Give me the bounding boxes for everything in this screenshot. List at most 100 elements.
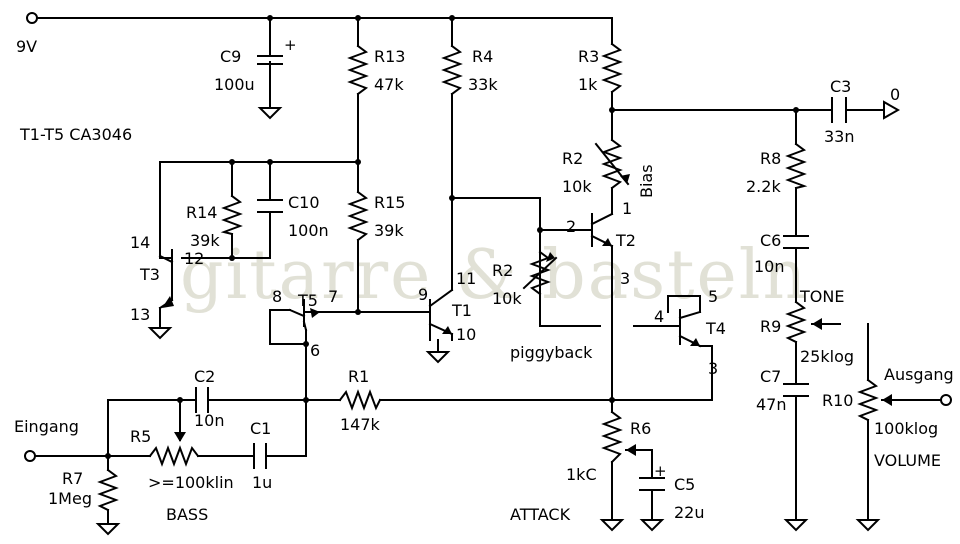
T2-ref: T2 [615, 231, 636, 250]
R4-ref: R4 [472, 47, 493, 66]
C5-plus: + [654, 462, 667, 480]
T1-ref: T1 [451, 301, 472, 320]
output-arrow-icon [883, 100, 901, 120]
C9-ref: C9 [220, 47, 241, 66]
C9-plus: + [284, 36, 297, 54]
C5-ref: C5 [674, 475, 695, 494]
R13-body [347, 44, 369, 96]
R7-value: 1Meg [48, 489, 92, 508]
T5-pin-b: 7 [328, 287, 338, 306]
wiring [35, 17, 941, 525]
piggyback-label: piggyback [510, 343, 593, 362]
T3-ref: T3 [139, 265, 160, 284]
capacitors [195, 45, 847, 491]
R10-ref: R10 [822, 391, 853, 410]
R6-value: 1kC [566, 465, 597, 484]
C3-ref: C3 [830, 77, 851, 96]
R14-value: 39k [190, 231, 220, 250]
R3-body [601, 42, 623, 94]
T2-pin-collector: 1 [622, 199, 632, 218]
transistor-T3 [158, 249, 174, 301]
T4-ref: T4 [705, 319, 726, 338]
chip-note: T1-T5 CA3046 [19, 125, 132, 144]
R2a-ref: R2 [562, 149, 583, 168]
R15-value: 39k [374, 221, 404, 240]
R1-body [338, 389, 382, 411]
C10-ref: C10 [288, 193, 320, 212]
tone-label: TONE [799, 287, 844, 306]
R1-ref: R1 [348, 367, 369, 386]
T5-pin-a: 8 [272, 287, 282, 306]
ground-icon [855, 519, 881, 532]
supply-label: 9V [16, 37, 37, 56]
C3-value: 33n [824, 127, 855, 146]
R8-body [785, 142, 808, 190]
ground-icon [639, 519, 665, 532]
T2-pin-base: 2 [566, 217, 576, 236]
attack-label: ATTACK [510, 505, 571, 524]
ground-icon [425, 351, 451, 364]
bass-label: BASS [166, 505, 208, 524]
junctions [105, 15, 799, 459]
T3-pin-base: 12 [184, 249, 204, 268]
T4-pin-emitter: 3 [708, 359, 718, 378]
T3-pin-emitter: 13 [130, 305, 150, 324]
R6-ref: R6 [630, 419, 651, 438]
C1-value: 1u [252, 473, 272, 492]
R13-value: 47k [374, 75, 404, 94]
bias-label: Bias [637, 164, 656, 198]
output-label: Ausgang [884, 365, 954, 384]
R4-value: 33k [468, 75, 498, 94]
R1-value: 147k [340, 415, 381, 434]
T3-pin-collector: 14 [130, 233, 150, 252]
ground-icon [95, 523, 121, 536]
T5-ref: T5 [297, 291, 318, 310]
T1-pin-base: 9 [418, 285, 428, 304]
transistor-T5 [288, 299, 308, 332]
R3-ref: R3 [578, 47, 599, 66]
C2-value: 10n [194, 411, 225, 430]
ground-icon [257, 107, 283, 120]
ground-icon [599, 519, 625, 532]
C10-value: 100n [288, 221, 329, 240]
T2-pin-emitter: 3 [620, 269, 630, 288]
R7-body [97, 468, 119, 512]
watermark: gitarre & basteln [180, 236, 808, 315]
ground-icon [147, 327, 173, 340]
R3-value: 1k [578, 75, 598, 94]
T1-pin-emitter: 10 [456, 325, 476, 344]
R9-body [785, 300, 807, 344]
input-label: Eingang [14, 417, 79, 436]
R2b-value: 10k [492, 289, 522, 308]
R10-value: 100klog [874, 419, 938, 438]
C6-ref: C6 [760, 231, 781, 250]
C1-ref: C1 [250, 419, 271, 438]
T4-pin-base: 4 [654, 307, 664, 326]
R10-body [857, 378, 879, 422]
ground-icon [783, 519, 809, 532]
T5-pin-c: 6 [310, 341, 320, 360]
C6-value: 10n [754, 257, 785, 276]
R4-body [441, 44, 463, 96]
R15-body [347, 190, 369, 242]
R6-body [601, 410, 623, 464]
R9-value: 25klog [800, 347, 854, 366]
T1-pin-collector: 11 [456, 269, 476, 288]
output-zero-label: 0 [890, 85, 900, 104]
R5-ref: R5 [130, 427, 151, 446]
C7-value: 47n [756, 395, 787, 414]
R2b-ref: R2 [492, 261, 513, 280]
T4-pin-collector: 5 [708, 287, 718, 306]
resistors [97, 42, 879, 512]
C9-value: 100u [214, 75, 255, 94]
R5-body [148, 445, 200, 467]
R8-ref: R8 [760, 149, 781, 168]
R2a-body [601, 138, 623, 190]
R7-ref: R7 [62, 469, 83, 488]
R13-ref: R13 [374, 47, 405, 66]
wipers [174, 174, 892, 456]
R2a-value: 10k [562, 177, 592, 196]
R15-ref: R15 [374, 193, 405, 212]
R14-body [220, 194, 243, 236]
